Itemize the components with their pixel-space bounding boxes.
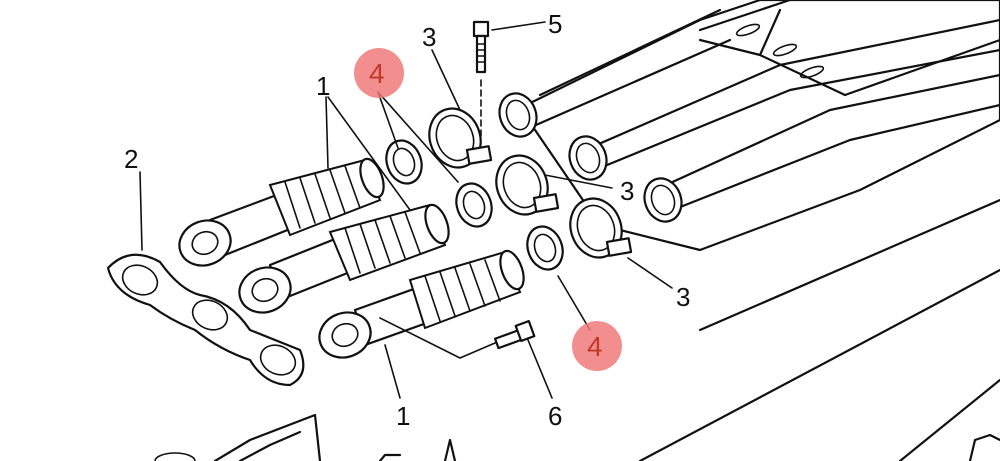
callout-5: 5 [548, 9, 562, 39]
lower-left-part [154, 413, 1000, 461]
highlight-circle-bottom [572, 321, 622, 371]
callout-1-top: 1 [316, 71, 330, 101]
callout-3-low: 3 [676, 282, 690, 312]
pipe-end-middle [568, 135, 608, 181]
flex-pipe-top [178, 157, 385, 267]
bolt-6 [379, 317, 536, 359]
callout-4-top: 4 [369, 58, 385, 89]
seal-ring-middle [455, 182, 493, 228]
exhaust-pipe-body [518, 0, 1000, 461]
bolt-5 [472, 20, 490, 141]
clamp-bottom [569, 197, 633, 259]
seal-ring-bottom [526, 225, 564, 271]
callout-3-top: 3 [422, 22, 436, 52]
pipe-end-top [498, 92, 538, 138]
manifold-gasket [106, 253, 305, 387]
clamp-top [428, 107, 493, 169]
callout-6: 6 [548, 401, 562, 431]
pipe-end-bottom [643, 177, 683, 223]
callout-2: 2 [124, 144, 138, 174]
callout-3-mid: 3 [620, 176, 634, 206]
seal-ring-top [385, 139, 423, 185]
flex-pipe-middle [238, 203, 450, 314]
callout-4-bottom: 4 [587, 331, 603, 362]
clamp-middle [495, 154, 560, 216]
flex-pipe-bottom [318, 249, 525, 359]
callout-1-bottom: 1 [396, 401, 410, 431]
highlight-circle-top [354, 48, 404, 98]
leader-lines [139, 21, 673, 399]
